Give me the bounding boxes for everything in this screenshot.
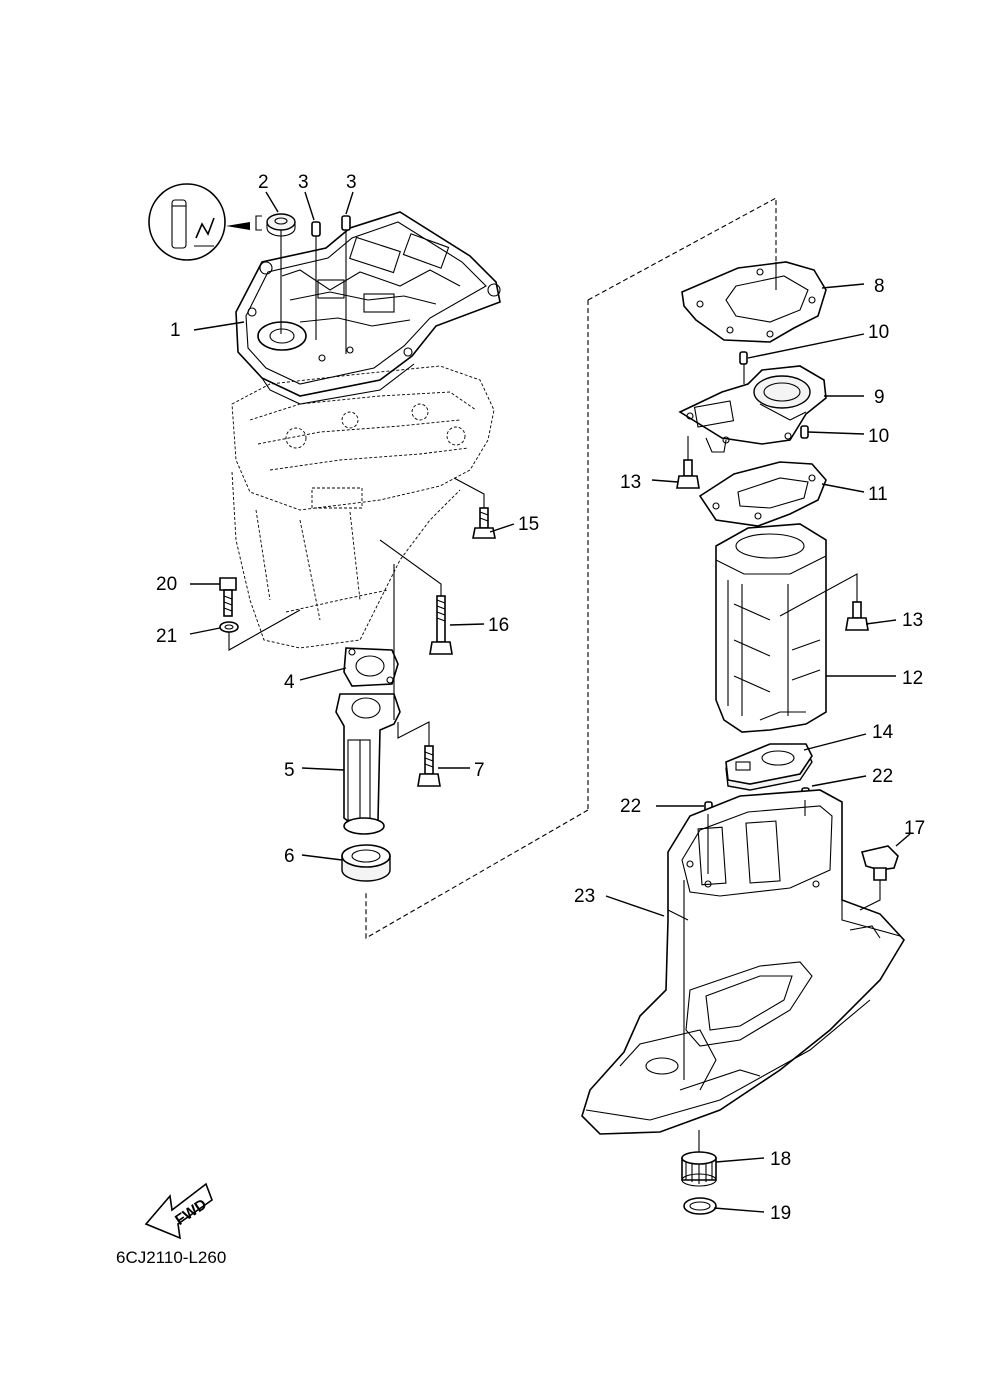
callout-10b: 10 (868, 426, 889, 447)
part-4-gasket (343, 647, 399, 687)
callout-16: 16 (488, 615, 509, 636)
callout-2: 2 (258, 172, 269, 193)
callout-6: 6 (284, 846, 295, 867)
part-19-circlip (683, 1197, 717, 1215)
part-14-seal-plate (725, 743, 813, 791)
part-3-dowel-pin-b (341, 215, 351, 231)
callout-3a: 3 (298, 172, 309, 193)
assembly-lines (228, 197, 881, 1152)
part-13-bolt-upper (676, 459, 700, 489)
callout-22a: 22 (872, 766, 893, 787)
callout-15: 15 (518, 514, 539, 535)
callout-23: 23 (574, 886, 595, 907)
callout-5: 5 (284, 760, 295, 781)
fwd-arrow-icon (144, 1182, 213, 1240)
callout-1: 1 (170, 320, 181, 341)
callout-22b: 22 (620, 796, 641, 817)
part-18-spline-gear (681, 1151, 717, 1187)
leader-lines (189, 191, 911, 1213)
part-7-bolt (417, 745, 441, 787)
callout-labels: 1 2 3 3 4 5 6 7 8 9 10 10 11 12 13 13 14… (156, 172, 925, 1224)
drawing-code: 6CJ2110-L260 (116, 1248, 226, 1267)
part-10-dowel-pin-top (739, 351, 748, 365)
callout-20: 20 (156, 574, 177, 595)
part-16-long-bolt (429, 595, 453, 655)
callout-8: 8 (874, 276, 885, 297)
part-5-exhaust-pipe (335, 693, 401, 835)
part-21-washer (219, 621, 239, 633)
callout-3b: 3 (346, 172, 357, 193)
callout-14: 14 (872, 722, 894, 743)
callout-18: 18 (770, 1149, 791, 1170)
part-11-gasket (698, 461, 827, 527)
part-6-rubber-seal (341, 844, 391, 882)
part-9-exhaust-plate (678, 365, 827, 453)
callout-13a: 13 (620, 472, 641, 493)
callout-4: 4 (284, 672, 295, 693)
part-13-bolt-lower (845, 601, 869, 631)
part-20-bolt (219, 577, 237, 617)
part-8-gasket (681, 261, 827, 343)
callout-12: 12 (902, 668, 923, 689)
ghost-powerhead-outline (231, 365, 495, 649)
sealant-symbol-icon (148, 183, 262, 261)
fwd-label: FWD (172, 1196, 210, 1229)
part-12-muffler (715, 523, 827, 733)
part-10-dowel-pin-bottom (800, 425, 809, 439)
part-3-dowel-pin-a (311, 221, 321, 237)
callout-11: 11 (868, 484, 888, 505)
part-17-plug (860, 845, 899, 881)
callout-13b: 13 (902, 610, 923, 631)
callout-7: 7 (474, 760, 485, 781)
callout-9: 9 (874, 387, 885, 408)
callout-17: 17 (904, 818, 925, 839)
part-1-upper-casing (235, 211, 501, 405)
callout-19: 19 (770, 1203, 791, 1224)
part-23-upper-casing (581, 789, 905, 1135)
callout-21: 21 (156, 626, 177, 647)
part-15-bolt (472, 507, 496, 539)
callout-10a: 10 (868, 322, 889, 343)
